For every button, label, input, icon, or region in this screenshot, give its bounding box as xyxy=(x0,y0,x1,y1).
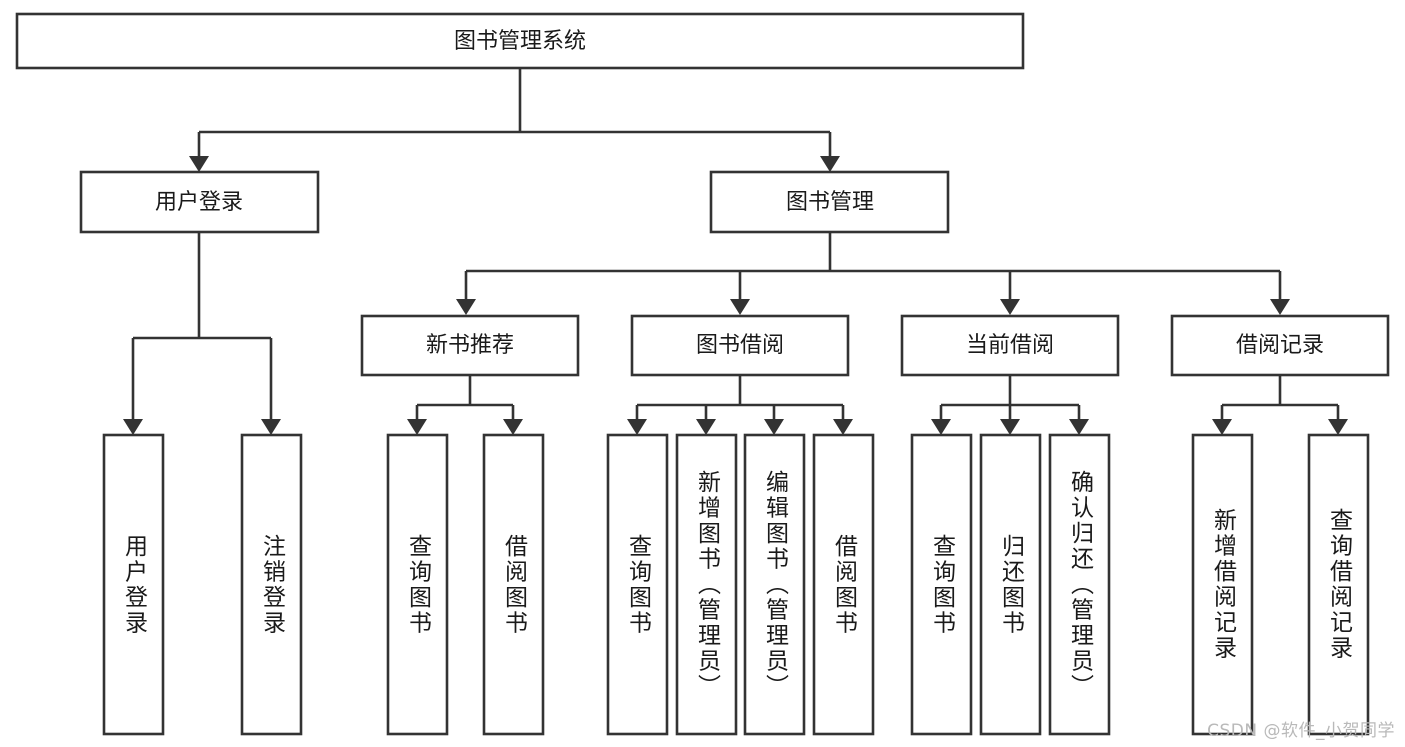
leaf-node[interactable]: 查询图书 xyxy=(386,433,449,736)
node-book-borrow-label: 图书借阅 xyxy=(696,333,784,358)
leaf-node[interactable]: 新增图书（管理员） xyxy=(675,433,738,736)
node-user-login-label: 用户登录 xyxy=(155,190,243,215)
arrowhead-book-mgmt xyxy=(820,156,840,172)
leaf-book-borrow-1-label: 新增图书（管理员） xyxy=(693,469,720,700)
node-new-book-recommend-box[interactable] xyxy=(360,314,580,377)
arrowhead-book-borrow xyxy=(730,299,750,315)
node-root-system[interactable]: 图书管理系统 xyxy=(15,12,1025,70)
leaf-current-borrow-2-label: 确认归还（管理员） xyxy=(1066,469,1093,700)
arrowhead-book-borrow-leaf-3 xyxy=(833,419,853,435)
leaf-book-borrow-2-textwrap: 编辑图书（管理员） xyxy=(761,469,788,700)
connector-layer xyxy=(123,68,1348,435)
node-borrow-record-label: 借阅记录 xyxy=(1236,333,1324,358)
leaf-borrow-record-1-textwrap: 查询借阅记录 xyxy=(1325,508,1352,661)
node-book-borrow-box[interactable] xyxy=(630,314,850,377)
arrowhead-borrow-record-leaf-1 xyxy=(1328,419,1348,435)
leaf-current-borrow-0-textwrap: 查询图书 xyxy=(928,533,955,636)
node-current-borrow[interactable]: 当前借阅 xyxy=(900,314,1120,377)
arrowhead-user-login-leaf-1 xyxy=(261,419,281,435)
leaf-node[interactable]: 确认归还（管理员） xyxy=(1048,433,1111,736)
node-new-book-recommend[interactable]: 新书推荐 xyxy=(360,314,580,377)
node-user-login[interactable]: 用户登录 xyxy=(79,170,320,234)
leaf-current-borrow-2-box[interactable] xyxy=(1048,433,1111,736)
arrowhead-book-borrow-leaf-2 xyxy=(764,419,784,435)
leaf-borrow-record-0-box[interactable] xyxy=(1191,433,1254,736)
leaf-current-borrow-1-textwrap: 归还图书 xyxy=(997,533,1024,636)
leaf-node[interactable]: 查询图书 xyxy=(606,433,669,736)
node-user-login-box[interactable] xyxy=(79,170,320,234)
arrowhead-current-borrow xyxy=(1000,299,1020,315)
arrowhead-new-book-leaf-0 xyxy=(407,419,427,435)
arrowhead-borrow-record-leaf-0 xyxy=(1212,419,1232,435)
leaf-new-book-0-box[interactable] xyxy=(386,433,449,736)
node-borrow-record[interactable]: 借阅记录 xyxy=(1170,314,1390,377)
leaf-book-borrow-2-label: 编辑图书（管理员） xyxy=(761,469,788,700)
node-book-borrow[interactable]: 图书借阅 xyxy=(630,314,850,377)
leaf-user-login-0-textwrap: 用户登录 xyxy=(120,533,147,636)
leaf-book-borrow-3-textwrap: 借阅图书 xyxy=(830,533,857,636)
node-current-borrow-box[interactable] xyxy=(900,314,1120,377)
leaf-new-book-1-textwrap: 借阅图书 xyxy=(500,533,527,636)
arrowhead-borrow-record xyxy=(1270,299,1290,315)
arrowhead-new-book-leaf-1 xyxy=(503,419,523,435)
leaf-node[interactable]: 编辑图书（管理员） xyxy=(743,433,806,736)
node-current-borrow-label: 当前借阅 xyxy=(966,333,1054,358)
arrowhead-current-borrow-leaf-0 xyxy=(931,419,951,435)
leaf-node[interactable]: 借阅图书 xyxy=(482,433,545,736)
leaf-new-book-0-label: 查询图书 xyxy=(404,533,431,636)
leaf-node[interactable]: 用户登录 xyxy=(102,433,165,736)
leaf-node[interactable]: 新增借阅记录 xyxy=(1191,433,1254,736)
node-root-system-label: 图书管理系统 xyxy=(454,29,586,54)
leaf-book-borrow-2-box[interactable] xyxy=(743,433,806,736)
leaf-node[interactable]: 查询借阅记录 xyxy=(1307,433,1370,736)
arrowhead-user-login-leaf-0 xyxy=(123,419,143,435)
leaf-book-borrow-0-box[interactable] xyxy=(606,433,669,736)
node-root-system-box[interactable] xyxy=(15,12,1025,70)
leaf-current-borrow-1-label: 归还图书 xyxy=(997,533,1024,636)
leaf-book-borrow-0-label: 查询图书 xyxy=(624,533,651,636)
leaf-book-borrow-1-box[interactable] xyxy=(675,433,738,736)
arrowhead-new-book xyxy=(456,299,476,315)
leaf-user-login-1-label: 注销登录 xyxy=(258,533,285,636)
node-book-management-box[interactable] xyxy=(709,170,950,234)
arrowhead-book-borrow-leaf-1 xyxy=(696,419,716,435)
leaf-node[interactable]: 查询图书 xyxy=(910,433,973,736)
leaf-borrow-record-1-box[interactable] xyxy=(1307,433,1370,736)
leaf-node[interactable]: 借阅图书 xyxy=(812,433,875,736)
node-book-management[interactable]: 图书管理 xyxy=(709,170,950,234)
leaf-new-book-1-label: 借阅图书 xyxy=(500,533,527,636)
leaf-borrow-record-1-label: 查询借阅记录 xyxy=(1325,508,1352,661)
leaf-current-borrow-0-box[interactable] xyxy=(910,433,973,736)
leaf-book-borrow-3-box[interactable] xyxy=(812,433,875,736)
arrowhead-current-borrow-leaf-2 xyxy=(1069,419,1089,435)
leaf-book-borrow-3-label: 借阅图书 xyxy=(830,533,857,636)
leaf-new-book-1-box[interactable] xyxy=(482,433,545,736)
arrowhead-user-login xyxy=(189,156,209,172)
leaf-borrow-record-0-label: 新增借阅记录 xyxy=(1209,508,1236,661)
leaf-user-login-1-box[interactable] xyxy=(240,433,303,736)
node-borrow-record-box[interactable] xyxy=(1170,314,1390,377)
arrowhead-current-borrow-leaf-1 xyxy=(1000,419,1020,435)
leaf-user-login-1-textwrap: 注销登录 xyxy=(258,533,285,636)
node-book-management-label: 图书管理 xyxy=(786,190,874,215)
leaf-node[interactable]: 归还图书 xyxy=(979,433,1042,736)
leaf-node[interactable]: 注销登录 xyxy=(240,433,303,736)
node-new-book-recommend-label: 新书推荐 xyxy=(426,333,514,358)
leaf-current-borrow-0-label: 查询图书 xyxy=(928,533,955,636)
leaf-current-borrow-2-textwrap: 确认归还（管理员） xyxy=(1066,469,1093,700)
arrowhead-book-borrow-leaf-0 xyxy=(627,419,647,435)
leaf-borrow-record-0-textwrap: 新增借阅记录 xyxy=(1209,508,1236,661)
leaf-user-login-0-box[interactable] xyxy=(102,433,165,736)
leaf-book-borrow-1-textwrap: 新增图书（管理员） xyxy=(693,469,720,700)
leaf-book-borrow-0-textwrap: 查询图书 xyxy=(624,533,651,636)
leaf-user-login-0-label: 用户登录 xyxy=(120,533,147,636)
leaf-current-borrow-1-box[interactable] xyxy=(979,433,1042,736)
leaf-new-book-0-textwrap: 查询图书 xyxy=(404,533,431,636)
